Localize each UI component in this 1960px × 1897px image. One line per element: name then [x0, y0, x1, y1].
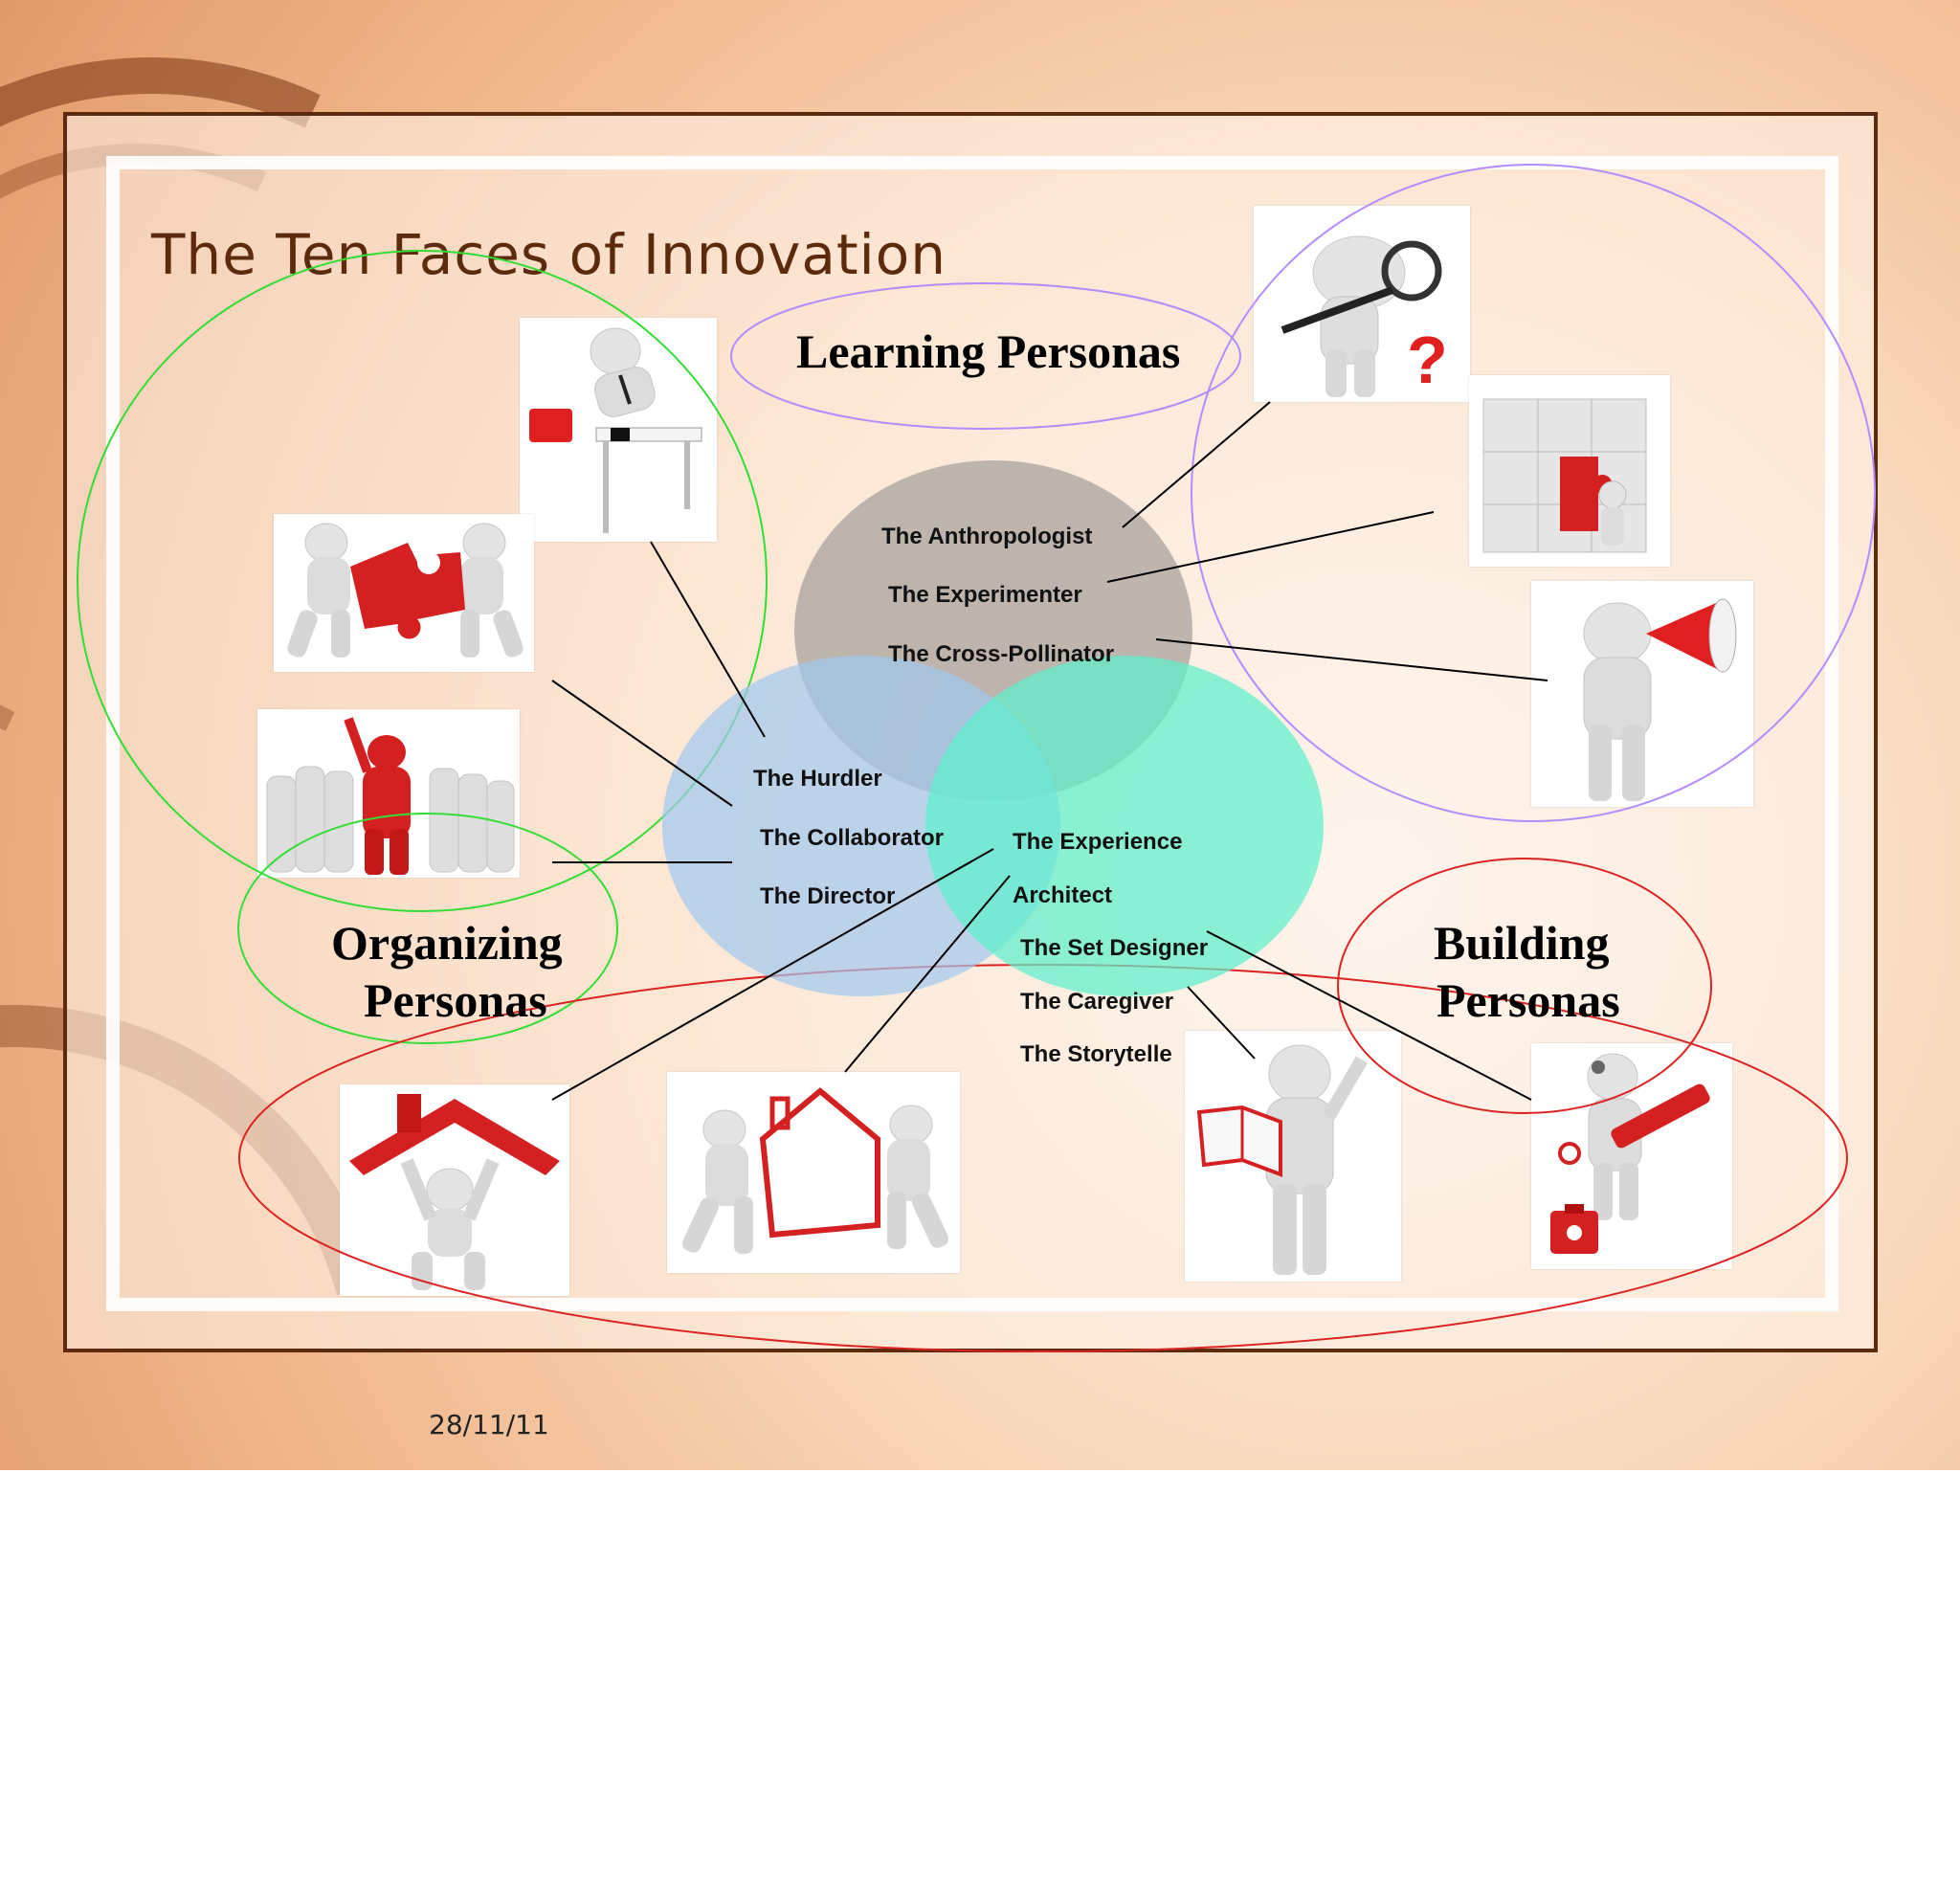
persona-set-designer: The Set Designer	[1020, 935, 1209, 961]
figure-reading-book-icon	[1196, 1044, 1369, 1275]
svg-text:?: ?	[1407, 323, 1448, 397]
persona-collaborator: The Collaborator	[760, 825, 945, 851]
red-leader-in-crowd-icon	[266, 717, 515, 875]
two-figures-carrying-puzzle-icon	[287, 523, 523, 658]
two-figures-building-house-icon	[681, 1087, 949, 1254]
roof-picture	[340, 1084, 569, 1296]
figure-holding-roof-icon	[349, 1094, 560, 1290]
hurdle-picture	[520, 318, 717, 542]
connector-line	[1122, 401, 1271, 528]
house-picture	[667, 1072, 960, 1273]
connector-line	[650, 541, 766, 738]
figure-with-megaphone-icon	[1583, 598, 1737, 801]
persona-storyteller: The Storytelle	[1020, 1041, 1172, 1067]
persona-hurdler: The Hurdler	[753, 766, 882, 792]
slide-date: 28/11/11	[429, 1409, 549, 1440]
connector-line	[551, 680, 733, 807]
connector-line	[551, 848, 994, 1101]
persona-diagram	[77, 164, 1876, 1352]
figure-with-magnifying-glass-icon: ?	[1281, 235, 1448, 397]
persona-experimenter: The Experimenter	[888, 582, 1082, 608]
leader-picture	[257, 709, 520, 878]
doctor-with-syringe-icon	[1550, 1053, 1710, 1254]
persona-anthropologist: The Anthropologist	[881, 524, 1093, 549]
learning-label-ellipse	[730, 282, 1241, 430]
organizing-group-circle	[77, 250, 768, 912]
slide-title: The Ten Faces of Innovation	[151, 222, 947, 287]
learning-personas-label: Learning Personas	[796, 324, 1181, 378]
puzzle-pair-picture	[274, 514, 534, 672]
figure-placing-puzzle-piece-icon	[1482, 398, 1647, 553]
building-personas-label-line2: Personas	[1437, 973, 1620, 1027]
doctor-picture	[1531, 1043, 1732, 1269]
organizing-personas-label-line1: Organizing	[331, 916, 563, 970]
persona-cross-pollinator: The Cross-Pollinator	[888, 641, 1115, 667]
connector-line	[1106, 511, 1435, 583]
connector-line	[1187, 986, 1256, 1060]
organizing-personas-label-line2: Personas	[364, 973, 547, 1027]
persona-experience-architect-line2: Architect	[1013, 882, 1113, 908]
connector-line	[1206, 930, 1532, 1101]
learning-group-circle	[1191, 164, 1876, 822]
connector-line	[1155, 638, 1548, 681]
persona-caregiver: The Caregiver	[1020, 989, 1174, 1015]
puzzle-wall-picture	[1469, 375, 1670, 567]
persona-director: The Director	[760, 883, 896, 909]
persona-experience-architect-line1: The Experience	[1013, 829, 1183, 855]
building-label-ellipse	[1337, 858, 1712, 1114]
book-picture	[1185, 1031, 1401, 1282]
organizing-label-ellipse	[237, 813, 618, 1044]
slide-inner-frame	[106, 156, 1838, 1311]
magnifier-picture: ?	[1254, 206, 1470, 402]
building-personas-label-line1: Building	[1434, 916, 1610, 970]
figure-jumping-hurdle-icon	[529, 327, 702, 533]
venn-building-circle	[925, 656, 1324, 996]
connector-line	[844, 875, 1011, 1073]
